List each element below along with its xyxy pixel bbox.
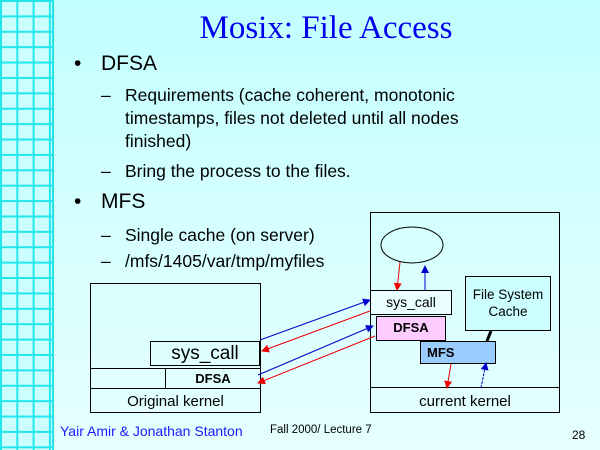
original-syscall-box: sys_call xyxy=(150,341,261,366)
current-dfsa-label: DFSA xyxy=(393,320,429,335)
cache-label-line: Cache xyxy=(488,304,528,319)
decorative-grid xyxy=(0,0,54,450)
original-syscall-label: sys_call xyxy=(171,343,239,364)
original-kernel-label: Original kernel xyxy=(127,393,224,410)
subitem-bring-process: – Bring the process to the files. xyxy=(101,160,351,183)
kernel-to-mfs-arrow xyxy=(480,362,489,389)
process-ellipse xyxy=(380,226,444,264)
subitem-single-cache: – Single cache (on server) xyxy=(101,224,315,247)
bullet-label: MFS xyxy=(101,190,146,213)
subitem-line: finished) xyxy=(125,131,192,151)
file-system-cache-label: File System Cache xyxy=(466,286,550,320)
request-arrow-dfsa xyxy=(257,325,374,376)
current-syscall-label: sys_call xyxy=(386,294,436,310)
reply-arrow-syscall xyxy=(261,310,371,353)
subitem-requirements: – Requirements (cache coherent, monotoni… xyxy=(101,84,459,153)
mfs-to-kernel-arrow xyxy=(444,363,453,389)
page-number: 28 xyxy=(572,428,586,442)
cache-connector xyxy=(485,330,493,342)
dash-icon: – xyxy=(101,251,111,271)
subitem-line: Bring the process to the files. xyxy=(125,161,351,181)
subitem-mfs-path: – /mfs/1405/var/tmp/myfiles xyxy=(101,250,325,273)
dash-icon: – xyxy=(101,225,111,245)
file-system-cache-box: File System Cache xyxy=(465,276,551,331)
subitem-line: /mfs/1405/var/tmp/myfiles xyxy=(125,251,325,271)
bullet-icon: • xyxy=(74,52,82,75)
subitem-line: Single cache (on server) xyxy=(125,225,315,245)
mfs-box: MFS xyxy=(420,341,496,364)
footer-lecture: Fall 2000/ Lecture 7 xyxy=(270,424,372,436)
request-arrow-syscall xyxy=(259,298,371,341)
mfs-label: MFS xyxy=(427,345,455,360)
cache-label-line: File System xyxy=(472,287,544,302)
bullet-icon: • xyxy=(74,190,82,213)
dash-icon: – xyxy=(101,85,111,105)
reply-arrow-dfsa xyxy=(257,335,376,385)
subitem-line: timestamps, files not deleted until all … xyxy=(125,108,459,128)
original-dfsa-label: DFSA xyxy=(195,371,231,386)
dash-icon: – xyxy=(101,161,111,181)
subitem-line: Requirements (cache coherent, monotonic xyxy=(125,85,455,105)
process-to-syscall-arrow xyxy=(393,261,402,291)
current-dfsa-box: DFSA xyxy=(376,316,446,341)
bullet-label: DFSA xyxy=(101,52,158,75)
current-syscall-box: sys_call xyxy=(370,290,452,315)
current-kernel-label: current kernel xyxy=(419,393,511,410)
footer-authors: Yair Amir & Jonathan Stanton xyxy=(60,423,243,439)
slide-title: Mosix: File Access xyxy=(199,10,453,46)
